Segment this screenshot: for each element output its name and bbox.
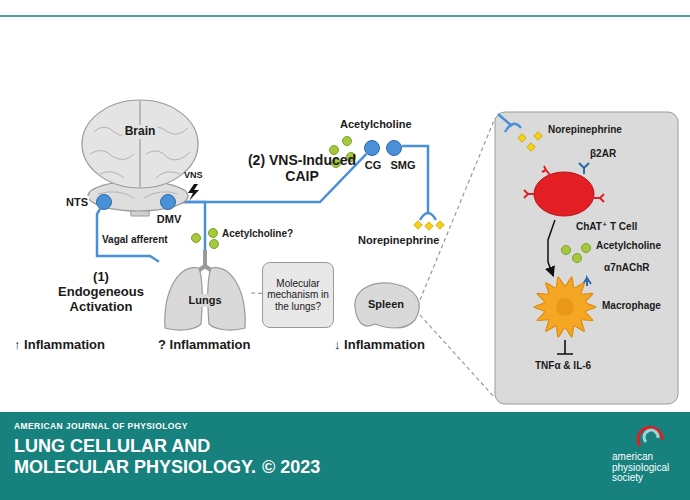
- release-arrow: [548, 220, 555, 276]
- journal-name: AMERICAN JOURNAL OF PHYSIOLOGY: [14, 422, 188, 432]
- zoom-line: [420, 315, 495, 398]
- nucleus-circle: NTS: [96, 194, 112, 210]
- pulmonary-branch: [176, 202, 205, 250]
- lungs-illustration: Lungs: [159, 250, 251, 332]
- splenic-nerve: [402, 146, 428, 212]
- brain-illustration: BrainNTS DMV: [78, 98, 202, 216]
- node-label: NTS: [65, 196, 89, 209]
- transmitter-label: Acetylcholine?: [222, 228, 293, 240]
- transmitter-label: Norepinephrine: [548, 124, 622, 136]
- stimulation-bolt: [188, 184, 199, 201]
- inhibition-bar: [557, 340, 573, 354]
- node-label: SMG: [390, 159, 415, 172]
- nerve-terminal: [505, 124, 521, 132]
- question-box: Molecular mechanism in the lungs?: [262, 262, 334, 328]
- t-cell: ChAT⁺ T Cell: [528, 168, 600, 220]
- journal-section: LUNG CELLULAR AND MOLECULAR PHYSIOLOGY.: [14, 436, 284, 478]
- nerve-label: Vagal afferent: [102, 234, 168, 246]
- detail-panel: [495, 112, 678, 404]
- top-rule: [0, 15, 690, 17]
- node-label: CG: [365, 159, 382, 172]
- node-label: Macrophage: [602, 300, 661, 312]
- box-text: Molecular mechanism in the lungs?: [267, 278, 329, 313]
- node-label: Spleen: [366, 298, 406, 311]
- society-name: american physiological society: [612, 452, 678, 484]
- ganglion-circle: SMG: [386, 140, 402, 156]
- copyright: © 2023: [262, 457, 320, 478]
- nucleus-circle: DMV: [160, 194, 176, 210]
- transmitter-label: Acetylcholine: [340, 118, 412, 131]
- stimulation-label: VNS: [184, 170, 203, 180]
- zoom-line: [420, 118, 495, 300]
- outcome-label: ? Inflammation: [158, 338, 250, 353]
- spleen-illustration: Spleen: [345, 278, 427, 334]
- pathway-title: (1) Endogeneous Activation: [55, 270, 147, 315]
- node-label: ChAT⁺ T Cell: [576, 221, 637, 233]
- receptor-label: α7nAChR: [604, 262, 650, 274]
- outcome-label: ↓ Inflammation: [334, 338, 425, 353]
- journal-banner: [0, 412, 690, 500]
- transmitter-label: Acetylcholine: [596, 240, 661, 252]
- acetylcholine-dots: [562, 244, 591, 263]
- t-cell-outline: [528, 168, 600, 220]
- node-label: Lungs: [187, 294, 224, 307]
- nerve-terminal: [420, 213, 436, 220]
- lungs-illustration-outline: [159, 250, 251, 332]
- transmitter-label: Norepinephrine: [358, 234, 439, 247]
- beta2-receptor: [579, 163, 589, 174]
- node-label: Brain: [123, 125, 158, 139]
- macrophage-cell-outline: [530, 276, 600, 338]
- zoom-connector: [251, 292, 262, 294]
- pathway-title: (2) VNS-Induced CAIP: [232, 152, 372, 184]
- cytokine-label: TNFα & IL-6: [535, 360, 591, 372]
- norepinephrine-diamonds: [414, 221, 444, 230]
- norepinephrine-diamonds: [518, 132, 542, 151]
- ganglion-circle: CG: [364, 140, 380, 156]
- macrophage-cell: Macrophage: [530, 276, 600, 338]
- society-logo: [638, 427, 662, 446]
- node-label: DMV: [157, 213, 181, 226]
- receptor-label: β2AR: [590, 148, 616, 160]
- outcome-label: ↑ Inflammation: [14, 338, 105, 353]
